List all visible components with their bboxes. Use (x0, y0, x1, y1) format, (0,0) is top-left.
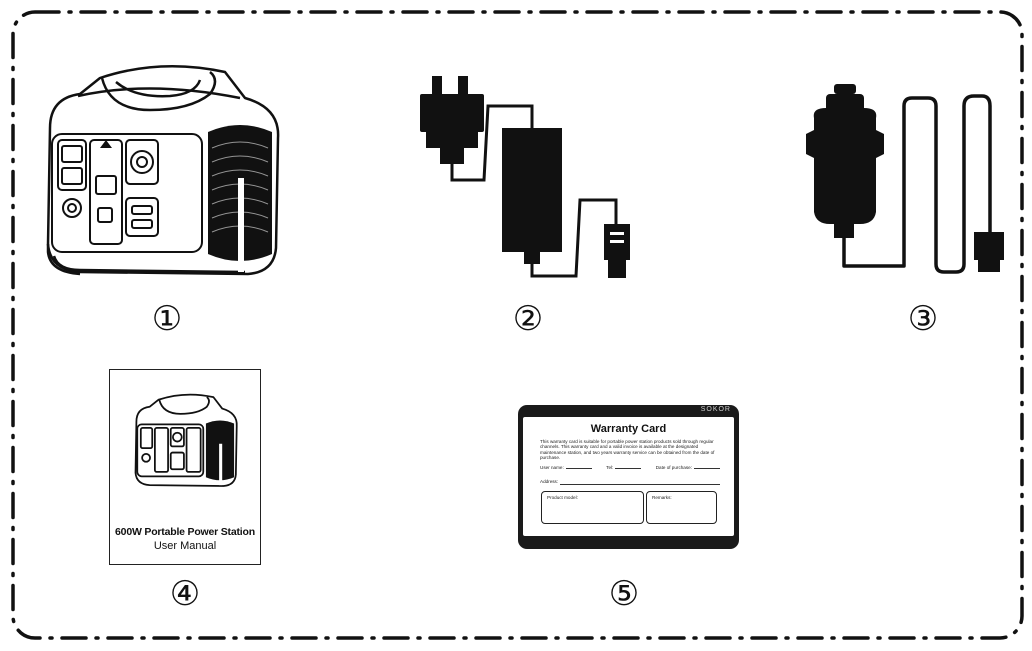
item-number-2: ② (512, 299, 544, 339)
power-station-illustration (46, 64, 280, 276)
user-name-field: User name: (540, 465, 592, 470)
warranty-title: Warranty Card (590, 423, 667, 435)
warranty-fields: User name: Tel: Date of purchase: (540, 465, 720, 470)
item-number-4: ④ (169, 574, 201, 614)
warranty-brand: SOKOR (700, 406, 731, 413)
warranty-text: This warranty card is suitable for porta… (540, 439, 715, 461)
user-manual-icon (134, 393, 238, 487)
manual-subtitle: User Manual (153, 540, 217, 552)
item-number-1: ① (151, 299, 183, 339)
tel-field: Tel: (606, 465, 642, 470)
ac-adapter-illustration (420, 76, 630, 278)
item-number-5: ⑤ (608, 574, 640, 614)
product-model-box: Product model: (541, 491, 644, 524)
remarks-box: Remarks: (646, 491, 717, 524)
user-manual: 600W Portable Power Station User Manual (109, 369, 261, 565)
warranty-card: SOKOR Warranty Card This warranty card i… (518, 405, 739, 549)
car-charger-illustration (806, 84, 1004, 274)
item-number-3: ③ (907, 299, 939, 339)
manual-title: 600W Portable Power Station (115, 526, 255, 538)
warranty-card-body: Warranty Card This warranty card is suit… (523, 417, 734, 536)
address-field: Address: (540, 479, 720, 485)
date-field: Date of purchase: (656, 465, 720, 470)
